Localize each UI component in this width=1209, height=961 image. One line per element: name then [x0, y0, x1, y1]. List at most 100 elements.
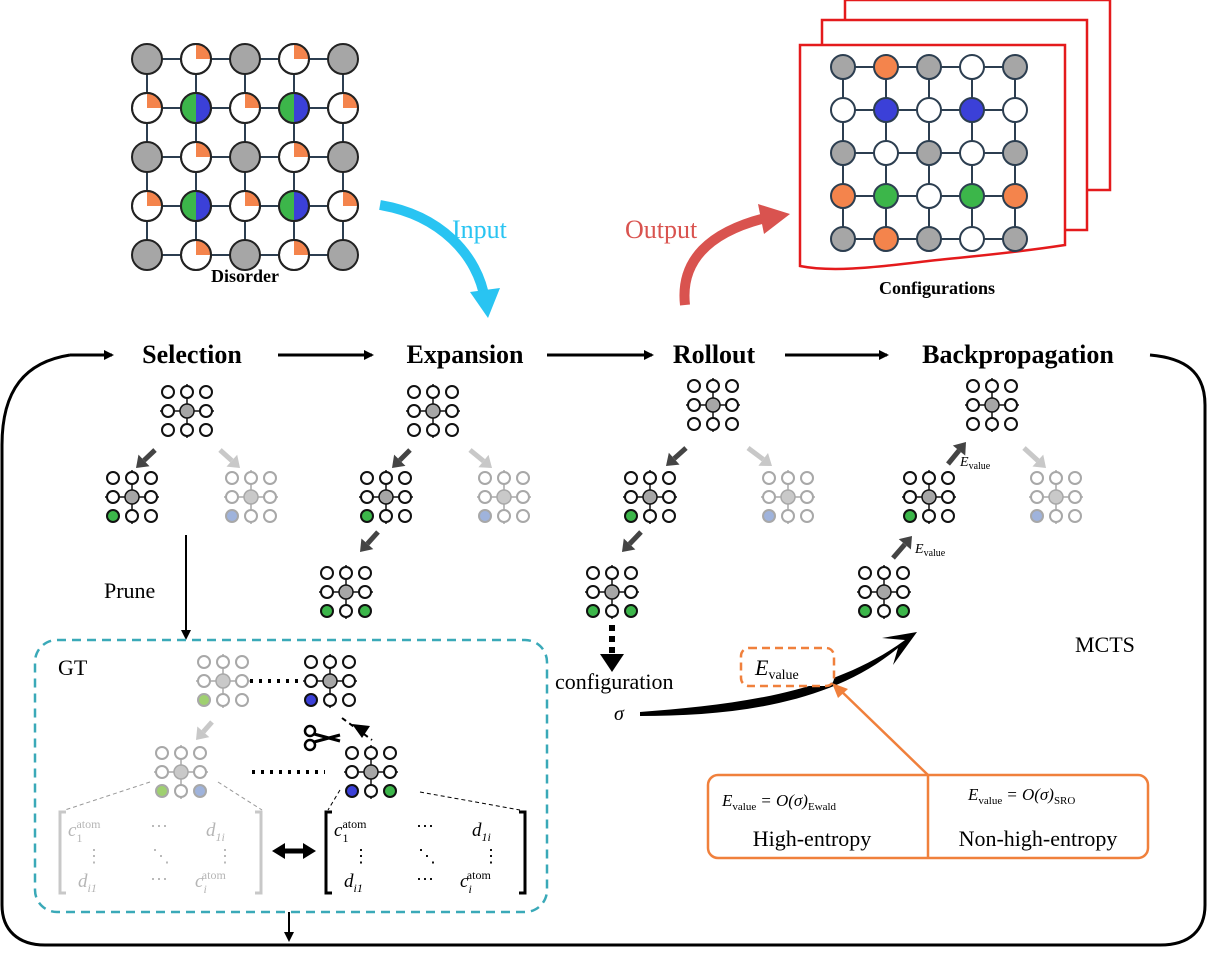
black-matrix: c1atom ⋯ d1i ⋮ ⋱ ⋮ di1 ⋯ ciatom — [324, 810, 527, 896]
tree-node — [303, 654, 357, 708]
configuration-site — [916, 97, 942, 123]
disorder-site — [180, 141, 212, 173]
tree-arrow — [468, 448, 492, 468]
ewald-formula: Evalue= O(σ)Ewald — [721, 791, 837, 813]
tree-node — [965, 378, 1019, 432]
rollout-to-configuration-arrow — [600, 625, 624, 672]
tree-node — [477, 470, 531, 524]
tree-arrow — [392, 448, 412, 468]
configuration-site — [916, 54, 942, 80]
tree-node — [761, 470, 815, 524]
tree-arrow — [136, 448, 157, 468]
step-rollout: Rollout — [673, 340, 756, 369]
double-arrow-icon — [272, 843, 316, 859]
configuration-site — [1002, 226, 1028, 252]
disorder-site — [229, 239, 261, 271]
tree-arrow — [218, 448, 240, 468]
disorder-site — [278, 239, 310, 271]
configuration-site — [873, 140, 899, 166]
tree-node — [319, 565, 373, 619]
disorder-site — [180, 92, 212, 124]
disorder-site — [278, 190, 310, 222]
disorder-site — [131, 141, 163, 173]
disorder-site — [327, 43, 359, 75]
configuration-site — [916, 183, 942, 209]
tree-node — [623, 470, 677, 524]
svg-text:⋯: ⋯ — [416, 869, 434, 889]
tree-arrow — [1022, 446, 1046, 468]
svg-text:⋮: ⋮ — [482, 846, 500, 866]
tree-node — [857, 565, 911, 619]
tree-node — [344, 745, 398, 799]
mcts-loop — [0, 350, 1207, 947]
configuration-site — [959, 97, 985, 123]
configuration-lattice — [830, 54, 1028, 252]
svg-text:ciatom: ciatom — [460, 868, 491, 896]
svg-text:⋯: ⋯ — [416, 816, 434, 836]
svg-text:⋮: ⋮ — [352, 846, 370, 866]
energy-feedback-arrow — [640, 632, 917, 716]
disorder-site — [278, 141, 310, 173]
configuration-site — [873, 54, 899, 80]
configuration-label: configuration — [555, 669, 674, 694]
configuration-site — [1002, 140, 1028, 166]
evalue-label-lower: Evalue — [914, 542, 946, 559]
tree-node — [154, 745, 208, 799]
configuration-site — [830, 140, 856, 166]
input-arrow — [379, 200, 500, 318]
evalue-label-upper: Evalue — [959, 455, 991, 472]
svg-text:d1i: d1i — [206, 820, 225, 844]
disorder-site — [327, 239, 359, 271]
output-arrow — [679, 204, 790, 306]
prune-label: Prune — [104, 578, 155, 603]
svg-text:c1atom: c1atom — [334, 817, 367, 845]
configuration-site — [959, 226, 985, 252]
evalue-link — [837, 687, 929, 776]
configuration-site — [959, 183, 985, 209]
svg-text:di1: di1 — [78, 871, 97, 895]
tree-node — [105, 470, 159, 524]
tree-node — [686, 378, 740, 432]
svg-text:⋮: ⋮ — [85, 846, 103, 866]
disorder-site — [278, 92, 310, 124]
configuration-site — [830, 97, 856, 123]
configuration-site — [830, 54, 856, 80]
output-label: Output — [625, 215, 698, 244]
energy-definitions: Evalue= O(σ)Ewald Evalue= O(σ)SRO High-e… — [706, 773, 1150, 860]
disorder-label: Disorder — [211, 266, 279, 286]
configuration-site — [959, 54, 985, 80]
tree-arrow — [946, 442, 966, 466]
disorder-site — [278, 43, 310, 75]
tree-arrow — [622, 530, 643, 552]
configuration-site — [830, 226, 856, 252]
disorder-site — [327, 92, 359, 124]
scissors-icon — [303, 724, 341, 752]
disorder-site — [180, 239, 212, 271]
step-selection: Selection — [142, 340, 242, 369]
svg-text:d1i: d1i — [472, 820, 491, 844]
step-expansion: Expansion — [406, 340, 524, 369]
svg-text:⋱: ⋱ — [152, 846, 170, 866]
gt-label: GT — [58, 655, 88, 680]
disorder-site — [229, 190, 261, 222]
tree-node — [224, 470, 278, 524]
configuration-site — [830, 183, 856, 209]
configuration-site — [916, 140, 942, 166]
svg-text:⋱: ⋱ — [418, 846, 436, 866]
tree-node — [1029, 470, 1083, 524]
tree-node — [359, 470, 413, 524]
tree-arrow — [360, 530, 380, 552]
svg-text:c1atom: c1atom — [68, 817, 101, 845]
sigma-label: σ — [614, 703, 625, 725]
disorder-site — [180, 43, 212, 75]
svg-text:ciatom: ciatom — [195, 868, 226, 896]
sro-formula: Evalue= O(σ)SRO — [967, 785, 1075, 807]
high-entropy-label: High-entropy — [753, 826, 872, 851]
configuration-site — [959, 140, 985, 166]
mcts-label: MCTS — [1075, 632, 1135, 657]
configuration-site — [1002, 183, 1028, 209]
configurations-stack — [798, 0, 1112, 271]
configurations-label: Configurations — [879, 278, 995, 298]
